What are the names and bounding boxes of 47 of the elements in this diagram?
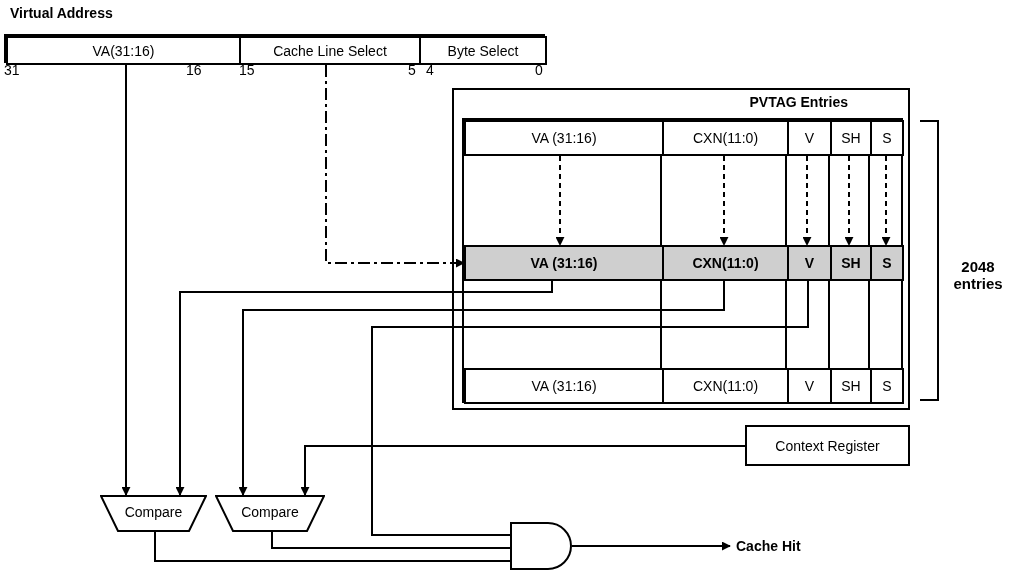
arrow — [844, 155, 854, 246]
bit-number: 15 — [239, 62, 255, 78]
table-cell: SH — [830, 120, 872, 156]
comparator-label: Compare — [240, 504, 300, 520]
and-gate-symbol — [510, 522, 572, 570]
bit-number: 4 — [426, 62, 434, 78]
table-cell: SH — [830, 368, 872, 404]
register-field: VA(31:16) — [6, 36, 241, 65]
register-box: Context Register — [745, 425, 910, 466]
connector-line — [271, 531, 511, 549]
highlighted-cell: S — [870, 245, 904, 281]
table-cell: V — [787, 368, 832, 404]
register-field: Cache Line Select — [239, 36, 421, 65]
connector-line — [154, 531, 511, 562]
entry-count-label: 2048 entries — [952, 258, 1004, 292]
comparator-label: Compare — [123, 504, 184, 520]
bit-number: 5 — [408, 62, 416, 78]
table-cell: CXN(11:0) — [662, 120, 789, 156]
highlighted-cell: V — [787, 245, 832, 281]
arrow — [175, 280, 553, 496]
highlighted-cell: CXN(11:0) — [662, 245, 789, 281]
table-cell: VA (31:16) — [464, 120, 664, 156]
arrow — [719, 155, 729, 246]
arrow — [325, 64, 465, 268]
arrow — [300, 445, 746, 496]
table-cell: S — [870, 368, 904, 404]
highlighted-cell: VA (31:16) — [464, 245, 664, 281]
output-label: Cache Hit — [736, 538, 801, 554]
register-heading: Virtual Address — [10, 5, 113, 21]
table-frame — [452, 88, 910, 410]
arrow — [802, 155, 812, 246]
table-heading: PVTAG Entries — [749, 94, 848, 110]
arrow — [881, 155, 891, 246]
bit-number: 0 — [535, 62, 543, 78]
arrow — [571, 541, 731, 551]
table-cell: CXN(11:0) — [662, 368, 789, 404]
register-field: Byte Select — [419, 36, 547, 65]
table-cell: VA (31:16) — [464, 368, 664, 404]
connector-line — [371, 280, 809, 536]
arrow — [555, 155, 565, 246]
highlighted-cell: SH — [830, 245, 872, 281]
bit-number: 16 — [186, 62, 202, 78]
table-cell: S — [870, 120, 904, 156]
arrow — [121, 64, 131, 496]
arrow — [238, 280, 725, 496]
table-cell: V — [787, 120, 832, 156]
bit-number: 31 — [4, 62, 20, 78]
